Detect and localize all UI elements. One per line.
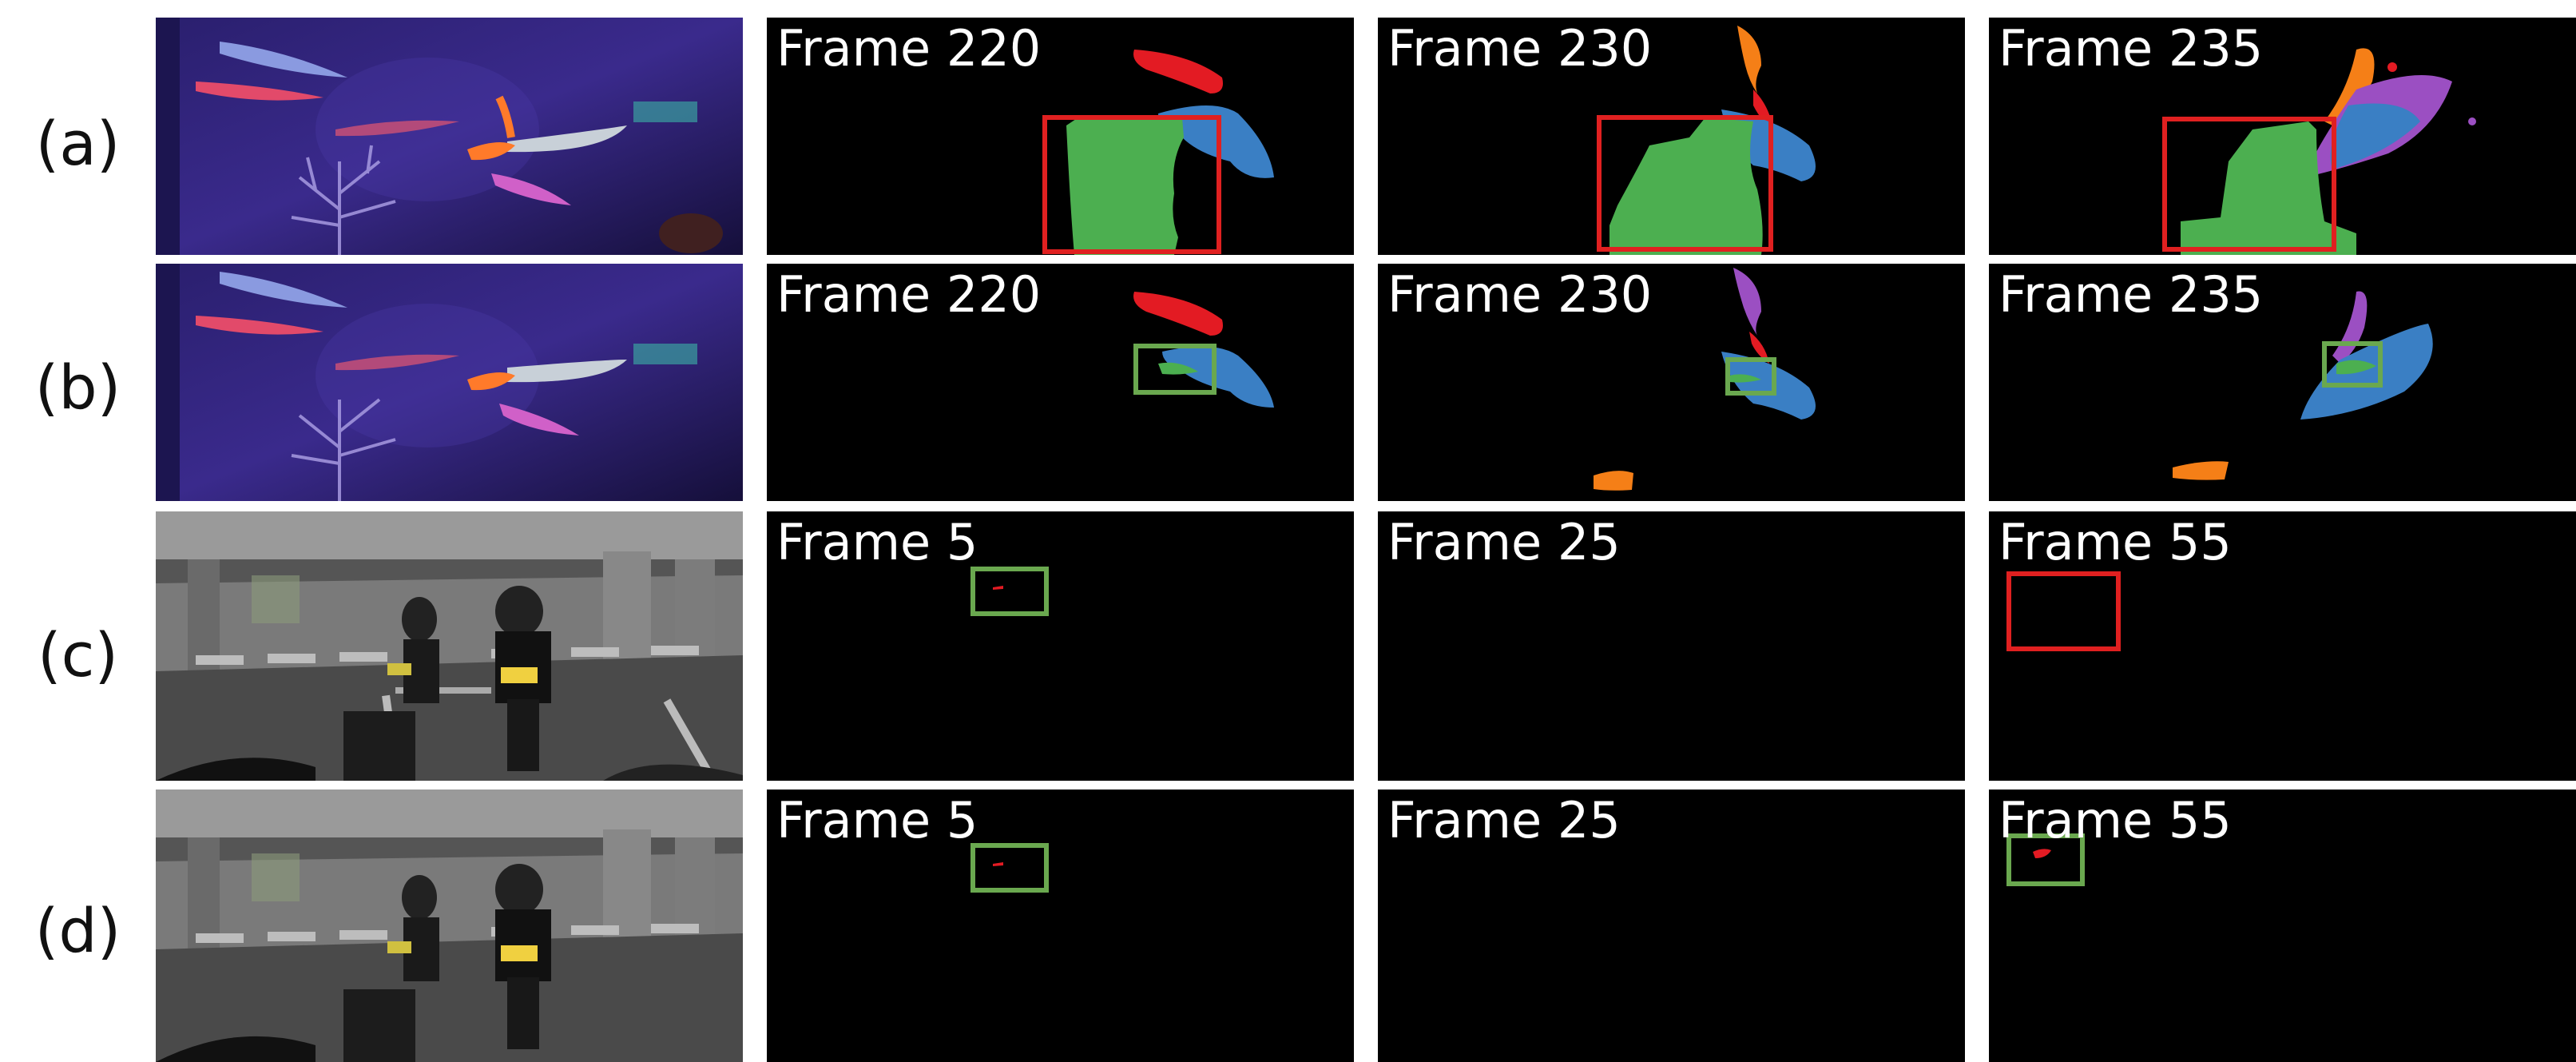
frame-label: Frame 230 — [1387, 265, 1653, 324]
frame-label: Frame 220 — [776, 265, 1042, 324]
frame-label: Frame 55 — [1998, 791, 2232, 849]
row-label-a: (a) — [35, 108, 121, 179]
mask-panel-a-1: Frame 220 — [767, 18, 1354, 255]
input-image-aquarium — [156, 18, 743, 255]
input-image-aquarium — [156, 264, 743, 501]
frame-label: Frame 5 — [776, 513, 978, 571]
mask-panel-d-3: Frame 55 — [1989, 790, 2576, 1062]
mask-panel-a-2: Frame 230 — [1378, 18, 1965, 255]
frame-label: Frame 5 — [776, 791, 978, 849]
row-label-d: (d) — [34, 895, 121, 966]
row-label-c: (c) — [37, 619, 119, 690]
mask-panel-b-2: Frame 230 — [1378, 264, 1965, 501]
mask-panel-b-1: Frame 220 — [767, 264, 1354, 501]
mask-panel-c-3: Frame 55 — [1989, 511, 2576, 781]
mask-panel-d-1: Frame 5 — [767, 790, 1354, 1062]
mask-panel-a-3: Frame 235 — [1989, 18, 2576, 255]
mask-panel-b-3: Frame 235 — [1989, 264, 2576, 501]
input-image-street — [156, 511, 743, 781]
frame-label: Frame 235 — [1998, 19, 2264, 78]
frame-label: Frame 25 — [1387, 791, 1621, 849]
frame-label: Frame 55 — [1998, 513, 2232, 571]
mask-panel-c-2: Frame 25 — [1378, 511, 1965, 781]
frame-label: Frame 230 — [1387, 19, 1653, 78]
input-image-street — [156, 790, 743, 1062]
frame-label: Frame 220 — [776, 19, 1042, 78]
frame-label: Frame 235 — [1998, 265, 2264, 324]
frame-label: Frame 25 — [1387, 513, 1621, 571]
row-label-b: (b) — [34, 352, 121, 423]
mask-panel-c-1: Frame 5 — [767, 511, 1354, 781]
mask-panel-d-2: Frame 25 — [1378, 790, 1965, 1062]
